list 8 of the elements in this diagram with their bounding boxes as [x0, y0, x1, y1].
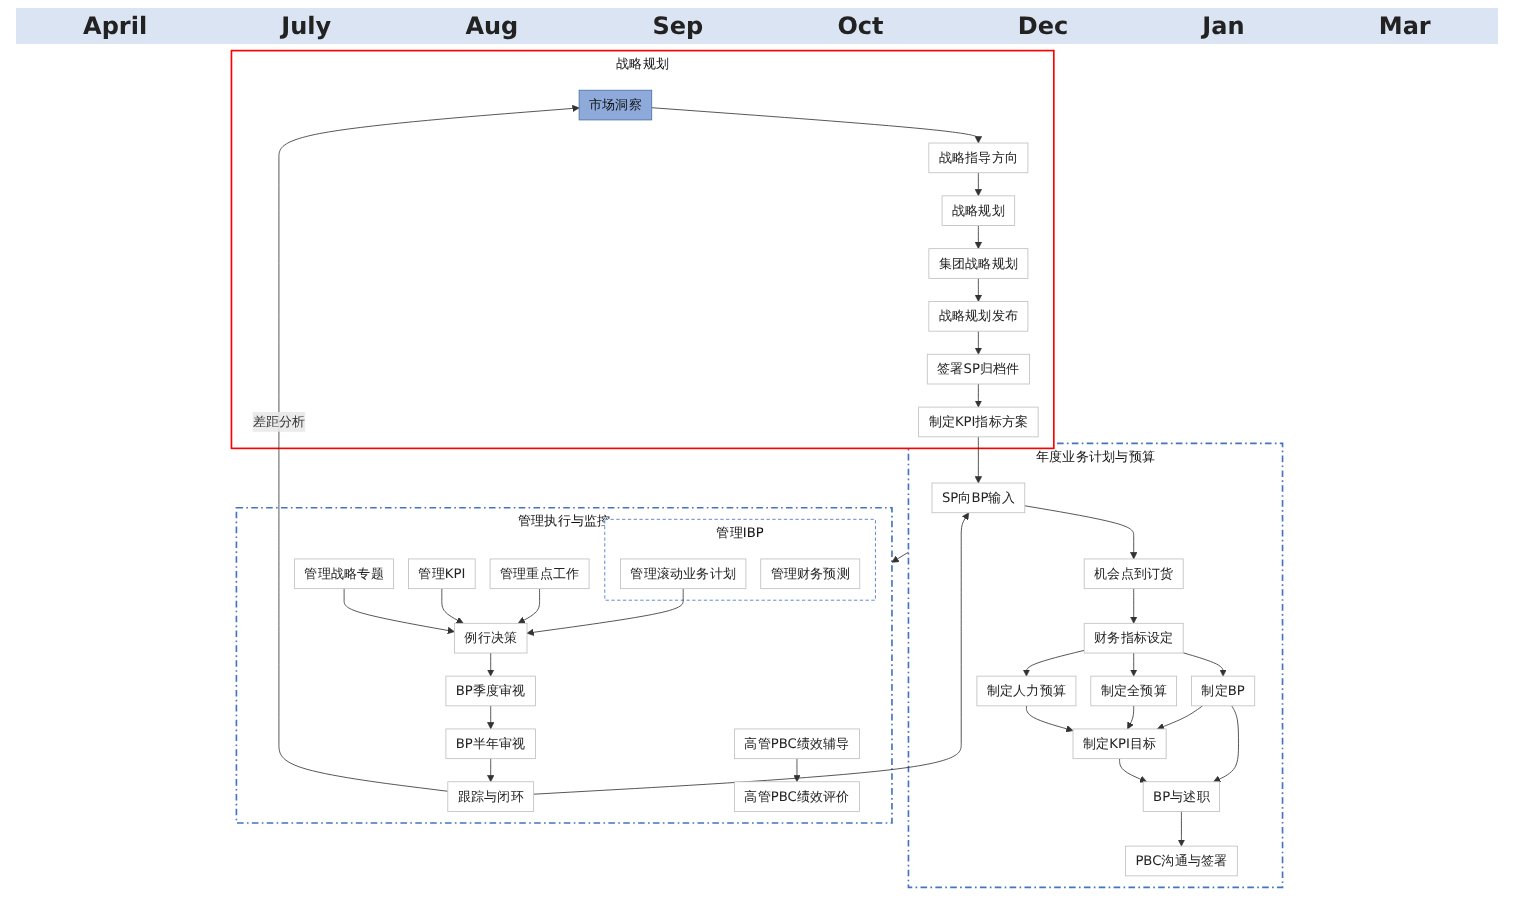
- month-label: April: [83, 12, 148, 40]
- month-label: Jan: [1202, 12, 1245, 40]
- month-label: Aug: [465, 12, 519, 40]
- month-label: Dec: [1017, 12, 1069, 40]
- month-label: Sep: [652, 12, 704, 40]
- month-label: Mar: [1378, 12, 1431, 40]
- month-label: July: [281, 12, 332, 40]
- month-label: Oct: [837, 12, 884, 40]
